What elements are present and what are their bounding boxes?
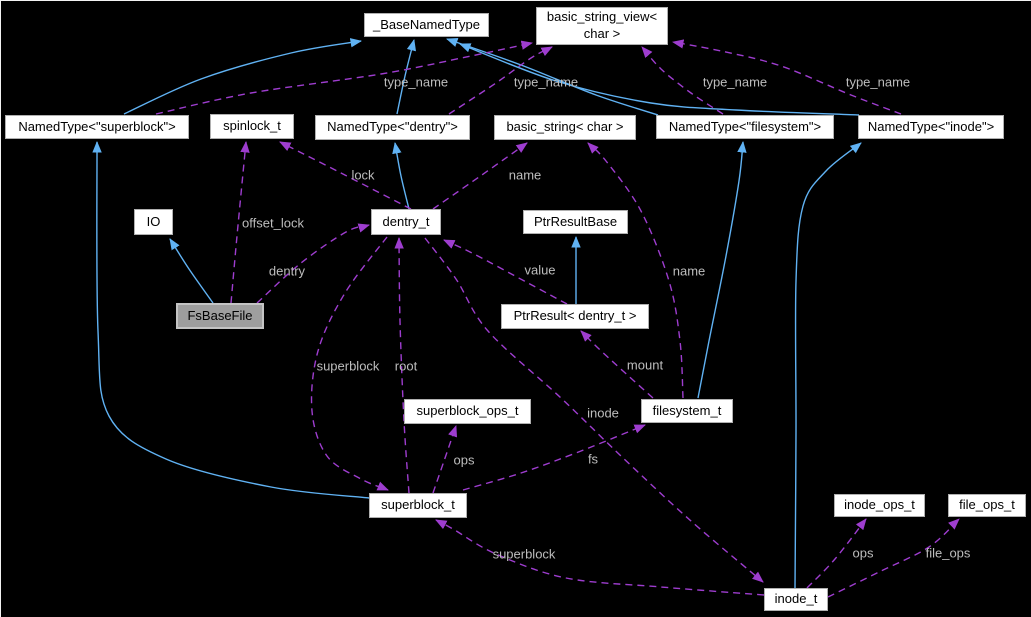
edge-fs-base-file--io — [169, 238, 214, 304]
edge-fs-base-file--spinlock-t — [230, 141, 250, 304]
edge-inode-t--file-ops-t — [827, 518, 960, 598]
node-base-named-type[interactable]: _BaseNamedType — [364, 13, 489, 37]
node-ptr-result-dentry[interactable]: PtrResult< dentry_t > — [501, 304, 649, 329]
edge-named-inode--base-named-type — [459, 43, 860, 116]
edge-filesystem-t--ptr-result-dentry — [580, 330, 654, 399]
edge-ptr-result-dentry--dentry-t — [443, 239, 568, 305]
edge-inode-t--inode-ops-t — [806, 518, 867, 589]
edge-named-superblock--base-named-type — [123, 38, 362, 115]
node-dentry-t[interactable]: dentry_t — [371, 209, 441, 235]
edge-named-inode--basic-string-view — [672, 39, 902, 115]
edge-filesystem-t--basic-string — [587, 142, 684, 399]
edge-inode-t--superblock-t — [435, 519, 765, 596]
edge-named-filesystem--basic-string-view — [641, 46, 724, 115]
edge-named-superblock--basic-string-view — [155, 40, 533, 115]
edge-fs-base-file--dentry-t — [256, 223, 370, 304]
edge-named-dentry--base-named-type — [396, 39, 417, 115]
edge-dentry-t--spinlock-t — [279, 141, 412, 210]
edge-named-dentry--basic-string-view — [448, 46, 553, 115]
node-superblock-ops-t[interactable]: superblock_ops_t — [404, 399, 531, 424]
node-fs-base-file: FsBaseFile — [176, 303, 264, 329]
edge-dentry-t--named-dentry — [392, 142, 410, 210]
edge-inode-t--named-inode — [794, 142, 862, 589]
edge-named-filesystem--base-named-type — [446, 38, 659, 116]
node-superblock-t[interactable]: superblock_t — [369, 493, 467, 518]
edge-superblock-t--filesystem-t — [462, 424, 646, 491]
edge-superblock-t--dentry-t — [394, 237, 410, 494]
node-named-dentry[interactable]: NamedType<"dentry"> — [315, 115, 470, 140]
node-inode-ops-t[interactable]: inode_ops_t — [834, 494, 925, 517]
node-inode-t[interactable]: inode_t — [764, 588, 828, 611]
edge-dentry-t--superblock-t — [310, 236, 389, 491]
node-file-ops-t[interactable]: file_ops_t — [948, 494, 1026, 517]
edge-dentry-t--inode-t — [424, 237, 764, 583]
edge-dentry-t--basic-string — [432, 142, 528, 210]
node-named-filesystem[interactable]: NamedType<"filesystem"> — [656, 115, 834, 139]
node-basic-string-view[interactable]: basic_string_view< char > — [536, 7, 668, 45]
node-named-superblock[interactable]: NamedType<"superblock"> — [5, 115, 189, 139]
node-named-inode[interactable]: NamedType<"inode"> — [858, 115, 1004, 139]
edge-superblock-t--superblock-ops-t — [432, 425, 458, 494]
node-basic-string[interactable]: basic_string< char > — [494, 115, 636, 140]
node-filesystem-t[interactable]: filesystem_t — [641, 399, 733, 423]
node-spinlock-t[interactable]: spinlock_t — [210, 114, 294, 139]
edge-superblock-t--named-superblock — [92, 141, 370, 499]
edge-filesystem-t--named-filesystem — [697, 141, 747, 399]
node-io[interactable]: IO — [134, 209, 173, 235]
node-ptr-result-base[interactable]: PtrResultBase — [523, 210, 628, 234]
